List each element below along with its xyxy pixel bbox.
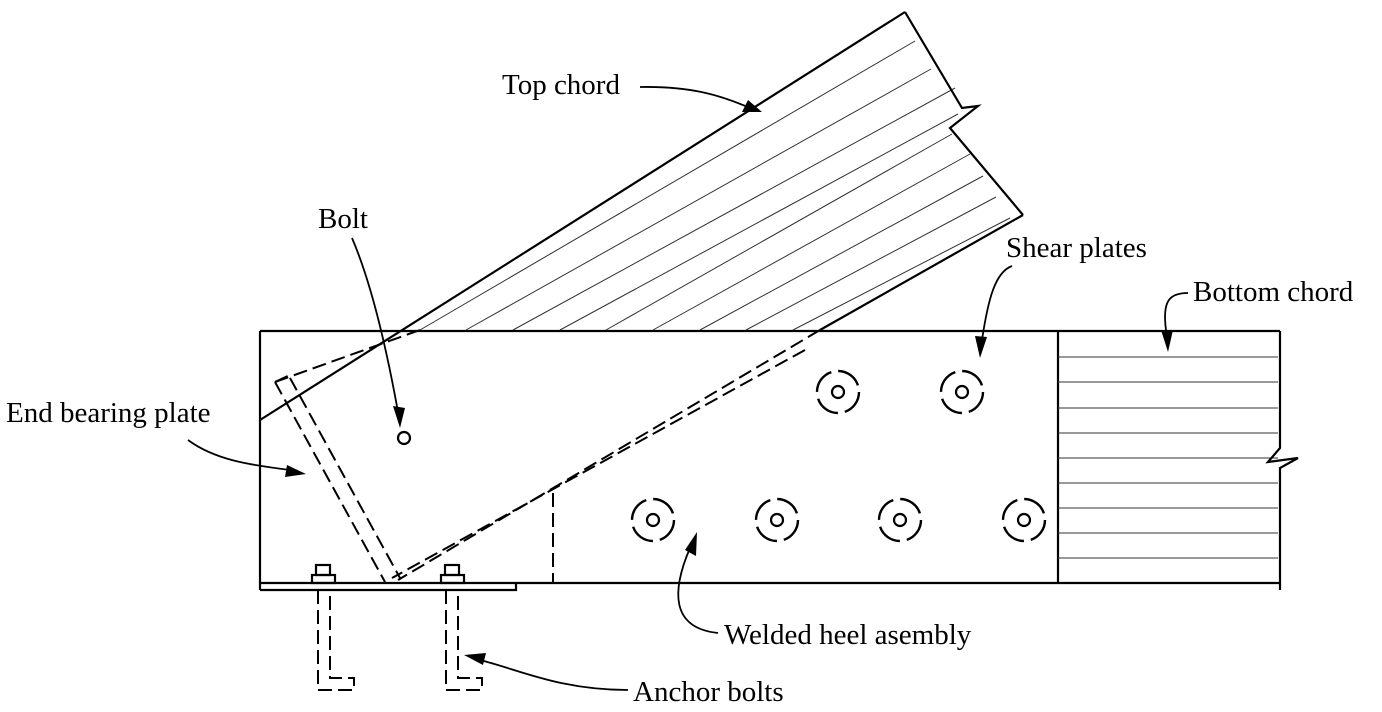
label-bolt: Bolt: [318, 203, 405, 428]
welded-heel-assembly-label: Welded heel asembly: [724, 619, 972, 651]
shear-plate: [939, 369, 985, 415]
bottom-chord: [1058, 331, 1299, 590]
end-bearing-plate: [274, 373, 401, 583]
shear-plate: [630, 497, 676, 543]
end-bearing-plate-label: End bearing plate: [6, 397, 211, 429]
bottom-chord-label: Bottom chord: [1193, 276, 1354, 308]
bottom-chord-grain: [1058, 356, 1278, 559]
shear-plates: [630, 369, 1047, 543]
shear-plate: [754, 497, 800, 543]
anchor-bolts-label: Anchor bolts: [633, 676, 784, 708]
top-chord-grain: [419, 40, 1011, 331]
label-anchor-bolts: Anchor bolts: [464, 653, 784, 708]
welded-heel-box: [258, 329, 1280, 592]
shear-plate: [1001, 497, 1047, 543]
anchor-bolt: [310, 563, 355, 691]
label-bottom-chord: Bottom chord: [1161, 276, 1354, 352]
anchor-bolts: [310, 563, 483, 691]
label-end-bearing-plate: End bearing plate: [6, 397, 306, 477]
shear-plate: [815, 369, 861, 415]
bolt-label: Bolt: [318, 203, 368, 235]
top-chord: [259, 11, 1024, 581]
label-shear-plates: Shear plates: [975, 232, 1147, 358]
shear-plates-label: Shear plates: [1006, 232, 1147, 264]
top-chord-label: Top chord: [502, 69, 620, 101]
label-welded-heel-assembly: Welded heel asembly: [677, 532, 972, 651]
shear-plate: [877, 497, 923, 543]
label-top-chord: Top chord: [502, 69, 762, 112]
bolt: [396, 430, 412, 446]
anchor-bolt: [439, 563, 483, 691]
